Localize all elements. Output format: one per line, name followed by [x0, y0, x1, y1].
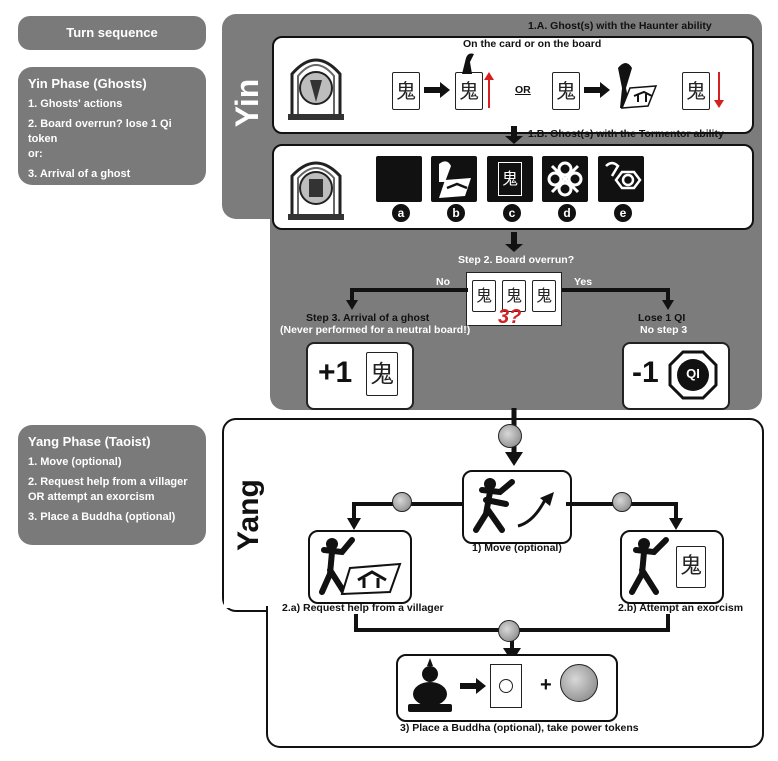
minus-one-text: -1 — [632, 356, 659, 389]
ghost-card: 鬼 — [532, 280, 556, 312]
buddha-card — [490, 664, 522, 708]
haunter-temple-icon — [288, 58, 344, 120]
village-curse-icon — [439, 161, 471, 198]
buddha-card-icon — [499, 679, 513, 693]
curse-knot-icon — [547, 161, 583, 197]
buddha-label: 3) Place a Buddha (optional), take power… — [400, 722, 639, 734]
no-step-3-label: No step 3 — [640, 324, 688, 336]
card-or-board-label: On the card or on the board — [463, 38, 602, 50]
yin-phase-item: or: — [28, 148, 43, 160]
ghost-card: 鬼 — [455, 72, 483, 110]
arrow-down-icon — [505, 232, 523, 252]
yang-label: Yang — [232, 479, 265, 551]
ghost-card: 鬼 — [682, 72, 710, 110]
plus-one-text: +1 — [318, 356, 353, 389]
ghost-card: 鬼 — [676, 546, 706, 588]
request-help-label: 2.a) Request help from a villager — [282, 602, 444, 614]
yin-phase-title: Yin Phase (Ghosts) — [28, 76, 147, 91]
yang-region-joint-border — [266, 606, 268, 608]
yin-phase-item: 3. Arrival of a ghost — [28, 168, 131, 180]
exorcism-panel — [620, 530, 724, 604]
tormentor-tile-d — [542, 156, 588, 202]
badge-d: d — [556, 202, 578, 224]
yin-yang-token-icon — [498, 424, 522, 448]
turn-sequence-header: Turn sequence — [18, 16, 206, 50]
badge-c: c — [501, 202, 523, 224]
badge-b: b — [445, 202, 467, 224]
qi-token-icon — [668, 350, 718, 400]
ghost-card: 鬼 — [502, 280, 526, 312]
step-3-note: (Never performed for a neutral board!) — [280, 324, 471, 336]
or-label: OR — [515, 84, 531, 96]
yin-label: Yin — [229, 78, 265, 128]
buddha-statue-icon — [408, 658, 452, 712]
overrun-count: 3? — [498, 306, 522, 328]
badge-e: e — [612, 202, 634, 224]
no-branch-arrow — [346, 288, 468, 310]
ghost-card: 鬼 — [392, 72, 420, 110]
ghost-card: 鬼 — [498, 162, 522, 196]
move-label: 1) Move (optional) — [472, 542, 562, 554]
qi-steal-icon — [605, 161, 642, 190]
yang-phase-item: 1. Move (optional) — [28, 456, 122, 468]
step-1a-label: 1.A. Ghost(s) with the Haunter ability — [528, 20, 712, 32]
qi-token-label: QI — [686, 366, 700, 381]
taoist-exorcism-icon — [629, 537, 669, 595]
yin-phase-box: Yin Phase (Ghosts) 1. Ghosts' actions 2.… — [18, 67, 206, 185]
yin-yang-token-icon — [392, 492, 412, 512]
ghost-card: 鬼 — [366, 352, 398, 396]
tormentor-tile-b — [431, 156, 477, 202]
yes-branch-arrow — [562, 288, 674, 310]
tormentor-tile-a — [376, 156, 422, 202]
lose-qi-label: Lose 1 QI — [638, 312, 686, 324]
tormentor-tile-e — [598, 156, 644, 202]
red-up-arrow-icon — [484, 72, 494, 108]
turn-sequence-title: Turn sequence — [66, 25, 158, 40]
yang-region-joint — [224, 560, 268, 608]
arrow-right-icon — [584, 82, 610, 98]
haunted-village-tile-icon — [618, 63, 658, 109]
red-down-arrow-icon — [714, 72, 724, 108]
arrow-right-icon — [424, 82, 450, 98]
yang-phase-item: 3. Place a Buddha (optional) — [28, 511, 176, 523]
power-token-icon — [560, 664, 598, 702]
help-branch-arrow — [347, 502, 464, 530]
yang-phase-box: Yang Phase (Taoist) 1. Move (optional) 2… — [18, 425, 206, 545]
yin-phase-item: 1. Ghosts' actions — [28, 98, 123, 110]
badge-a: a — [390, 202, 412, 224]
yes-label: Yes — [574, 276, 593, 288]
haunt-figure-icon — [462, 53, 474, 74]
yin-yang-token-icon — [498, 620, 520, 642]
exorcism-label: 2.b) Attempt an exorcism — [618, 602, 744, 614]
taoist-move-icon — [473, 478, 554, 533]
step-3-label: Step 3. Arrival of a ghost — [306, 312, 430, 324]
tormentor-temple-icon — [288, 161, 344, 220]
plus-sign: + — [540, 674, 552, 696]
yin-phase-item: 2. Board overrun? lose 1 Qi token — [28, 118, 172, 145]
move-panel — [462, 470, 572, 544]
tormentor-tile-c: 鬼 — [487, 156, 533, 202]
step-2-label: Step 2. Board overrun? — [458, 254, 575, 266]
exorcism-branch-arrow — [566, 502, 683, 530]
arrow-right-icon — [460, 678, 486, 694]
yang-phase-title: Yang Phase (Taoist) — [28, 434, 151, 449]
yin-yang-token-icon — [612, 492, 632, 512]
ghost-card: 鬼 — [552, 72, 580, 110]
step-1b-label: 1.B. Ghost(s) with the Tormentor ability — [528, 128, 724, 140]
no-label: No — [436, 276, 450, 288]
taoist-help-icon — [319, 537, 402, 596]
yang-phase-item: 2. Request help from a villager OR attem… — [28, 476, 188, 503]
arrow-down-icon — [505, 126, 523, 144]
ghost-card: 鬼 — [472, 280, 496, 312]
